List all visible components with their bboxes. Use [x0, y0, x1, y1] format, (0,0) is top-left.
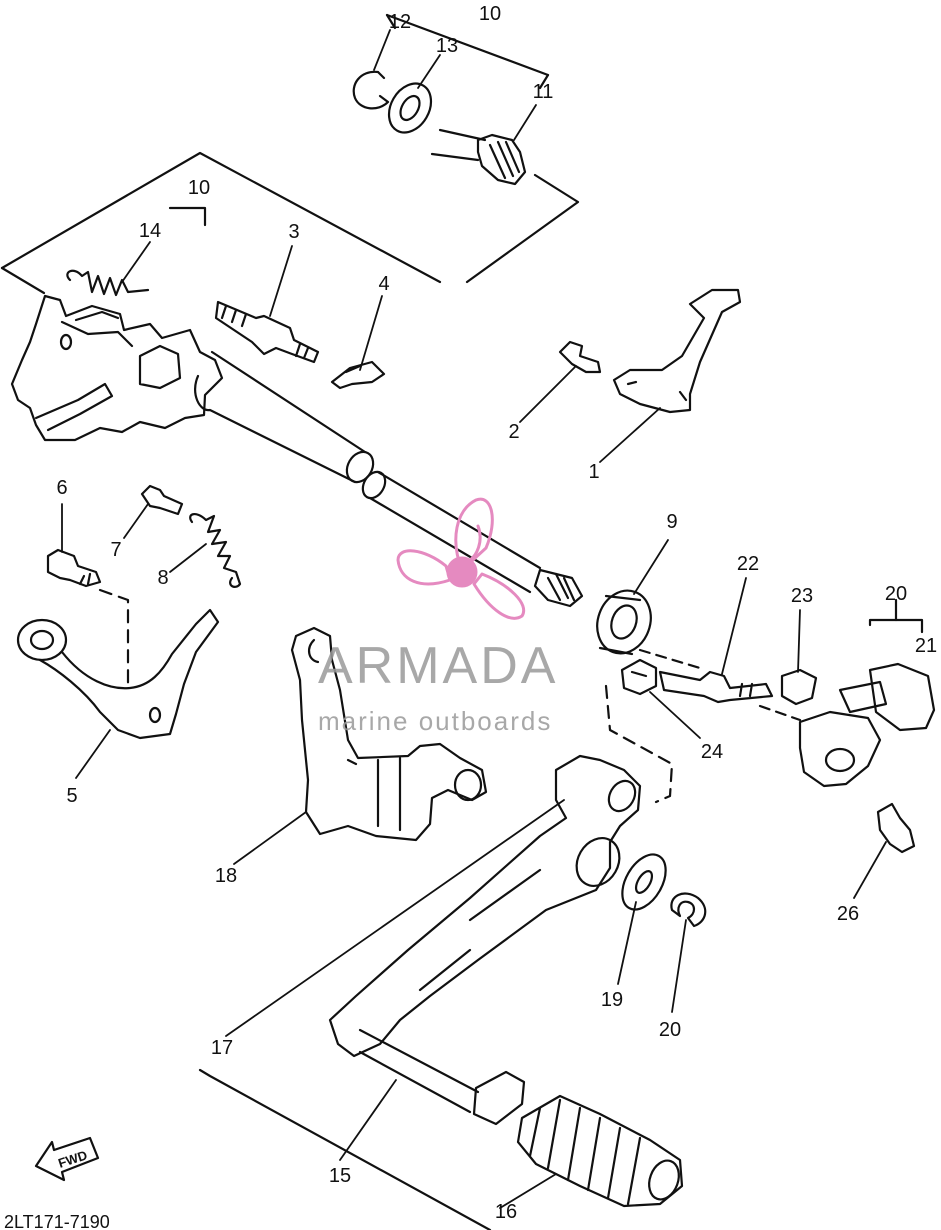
part-9-oil-seal [596, 589, 652, 656]
part-18-bracket [290, 626, 488, 842]
watermark-title: ARMADA [318, 637, 559, 695]
watermark-propeller-icon [396, 497, 526, 620]
callout-5: 5 [66, 785, 78, 807]
callout-24: 23 [790, 585, 814, 607]
callout-4: 4 [378, 273, 390, 295]
part-23-bolt [658, 670, 774, 704]
callout-19: 19 [600, 989, 624, 1011]
callout-2: 2 [508, 421, 520, 443]
group-bracket-bottom [198, 1068, 492, 1230]
callout-23: 22 [736, 553, 760, 575]
part-12-spring [430, 128, 527, 186]
part-6-bolt [46, 548, 102, 588]
callout-20: 20 [658, 1019, 682, 1041]
part-25-nut [620, 658, 658, 696]
callout-6: 6 [56, 477, 68, 499]
diagram-code: 2LT171-7190 [4, 1212, 110, 1230]
guide-line-rod [638, 648, 802, 722]
part-26-bolt [876, 802, 916, 854]
callout-13: 12 [388, 11, 412, 33]
callout-25: 24 [700, 741, 724, 763]
part-24-nut [780, 668, 818, 706]
guide-line-6 [98, 588, 130, 692]
leader-lines [61, 29, 887, 1209]
part-8-spring [189, 513, 242, 588]
part-2-pin [558, 340, 602, 374]
callout-22: 21 [914, 635, 938, 657]
part-19-washer [621, 853, 667, 911]
part-16-footrest-rubber [516, 1094, 684, 1208]
group-bracket-top [385, 13, 580, 284]
part-14-washer [387, 82, 433, 134]
part-1-arm [612, 288, 742, 414]
callout-9: 9 [666, 511, 678, 533]
callout-18: 18 [214, 865, 238, 887]
callout-14: 13 [435, 35, 459, 57]
part-3-bolt [214, 300, 320, 364]
part-20-clip [670, 892, 707, 928]
part-11-spring [66, 269, 150, 297]
guide-line-18 [604, 684, 674, 804]
callout-3: 3 [288, 221, 300, 243]
callout-10-top: 10 [478, 3, 502, 25]
part-5-lever [16, 608, 220, 740]
part-17-pedal-lever [328, 754, 642, 1126]
callout-17: 17 [210, 1037, 234, 1059]
watermark-subtitle: marine outboards [318, 706, 553, 736]
callout-10: 10 [187, 177, 211, 199]
part-7-pin [140, 484, 184, 516]
group-bracket-shift-shaft [0, 151, 442, 295]
part-21-rod-end [798, 598, 936, 788]
shift-shaft-assembly [10, 294, 584, 608]
callout-21: 20 [884, 583, 908, 605]
callout-8: 8 [157, 567, 169, 589]
callout-26: 26 [836, 903, 860, 925]
callout-7: 7 [110, 539, 122, 561]
fwd-arrow-icon: FWD [34, 1136, 100, 1182]
part-13-circlip [352, 70, 390, 110]
callout-11: 14 [138, 220, 162, 242]
callout-16: 16 [494, 1201, 518, 1223]
callout-12: 11 [532, 81, 554, 103]
callout-1: 1 [588, 461, 600, 483]
part-4-clip [330, 360, 386, 390]
callout-15: 15 [328, 1165, 352, 1187]
